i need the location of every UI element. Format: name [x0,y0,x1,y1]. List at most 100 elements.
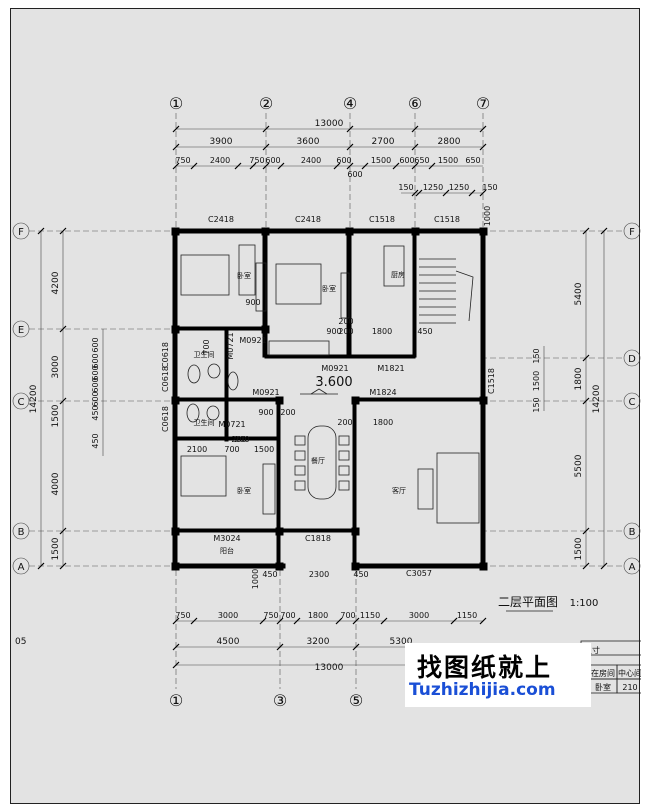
dimension-tick [172,617,180,625]
column [275,527,284,536]
interior-dimension: 900 [258,408,273,417]
dim-left-small: 450 [91,433,100,448]
dimension-tick [276,617,284,625]
interior-dimension: 900 [245,298,260,307]
dimension-tick [249,162,257,170]
dimension-tick [172,125,180,133]
table-header: 尺寸 [584,645,600,655]
exterior-wall-bottom [172,563,286,569]
dim-segment-top: 650 [414,156,429,165]
dim-left-total: 14200 [29,384,39,413]
axis-letter-left: F [18,227,24,238]
dim-right-small: 150 [532,348,541,363]
dim-left-small: 600 [91,353,100,368]
dim-segment-bottom: 750 [175,611,190,620]
dimension-tick [172,162,180,170]
chair [338,450,350,461]
axis-letter-right: F [629,227,635,238]
dim-segment-top: 750 [249,156,264,165]
table-cell-text: 在房间 [591,668,615,678]
axis-letter-left: E [18,325,24,336]
dim-left: 1500 [51,404,61,427]
dim-left: 1500 [51,537,61,560]
bed [180,254,230,296]
window-label: C1818 [305,534,331,543]
interior-dimension: 2100 [187,445,207,454]
interior-dimension: 1800 [372,327,392,336]
dimension-tick [262,125,270,133]
window-label: C0618 [161,342,170,368]
dimension-tick [276,643,284,651]
floor-elevation: 3.600 [315,375,352,390]
dimension-tick [37,562,45,570]
dim-left-small: 600 [91,377,100,392]
dim-left-small: 600 [91,391,100,406]
column [171,325,180,334]
axis-bubble-top: ① [169,94,183,113]
interior-dimension: 200 [231,435,246,444]
dim-left-small: 600 [91,365,100,380]
chair [338,435,350,446]
wardrobe [262,463,276,515]
dimension-tick [415,189,423,197]
dim-left-small: 600 [91,337,100,352]
dimension-tick [582,562,590,570]
interior-dimension: 1000 [251,569,260,589]
dimension-tick [259,617,267,625]
dimension-tick [479,617,487,625]
column [261,227,270,236]
dimension-tick [600,562,608,570]
elevation-marker [310,388,328,395]
interior-dimension: 200 [338,327,353,336]
wall [172,436,280,441]
dim-segment-top: 750 [175,156,190,165]
coffee-table [417,468,434,510]
dim-bay-top: 2800 [438,137,461,147]
dim-extra: 1250 [449,183,469,192]
dim-total-top: 13000 [315,119,344,129]
door-label: M0921 [239,336,266,345]
dimension-tick [582,227,590,235]
axis-bubble-bottom: ① [169,691,183,710]
column [479,227,488,236]
bed [275,263,322,305]
watermark-chinese: 找图纸就上 [417,653,553,682]
axis-bubble-right [623,222,641,240]
wall [172,326,269,331]
dim-segment-top: 600 [336,156,351,165]
column [351,562,360,571]
dimension-tick [293,617,301,625]
axis-letter-right: A [629,562,636,573]
interior-dimension: 900 [326,327,341,336]
door-label: M0721 [218,420,245,429]
dimension-tick [479,125,487,133]
edge-text: 05 [15,637,26,647]
dimension-tick [59,325,67,333]
kitchen-counter [383,245,405,287]
plan-scale: 1:100 [570,598,599,609]
dimension-tick [582,527,590,535]
axis-letter-left: A [18,562,25,573]
column [479,396,488,405]
dimension-tick [352,617,360,625]
column [275,562,284,571]
window-label: C3057 [406,569,432,578]
window-label: C2418 [295,215,321,224]
dim-segment-top: 2400 [301,156,321,165]
dim-left-small: 450 [91,405,100,420]
interior-dimension: 700 [202,339,211,354]
dimension-tick [380,617,388,625]
column [351,396,360,405]
wall [412,228,417,358]
dimension-tick [59,397,67,405]
dim-bay-top: 2700 [372,137,395,147]
dim-right: 5400 [574,282,584,305]
dimension-tick [361,162,369,170]
column [171,527,180,536]
dim-left: 4200 [51,271,61,294]
door-label: M1824 [369,388,396,397]
axis-letter-left: C [18,397,25,408]
sofa-set [436,452,480,524]
axis-bubble-top: ② [259,94,273,113]
